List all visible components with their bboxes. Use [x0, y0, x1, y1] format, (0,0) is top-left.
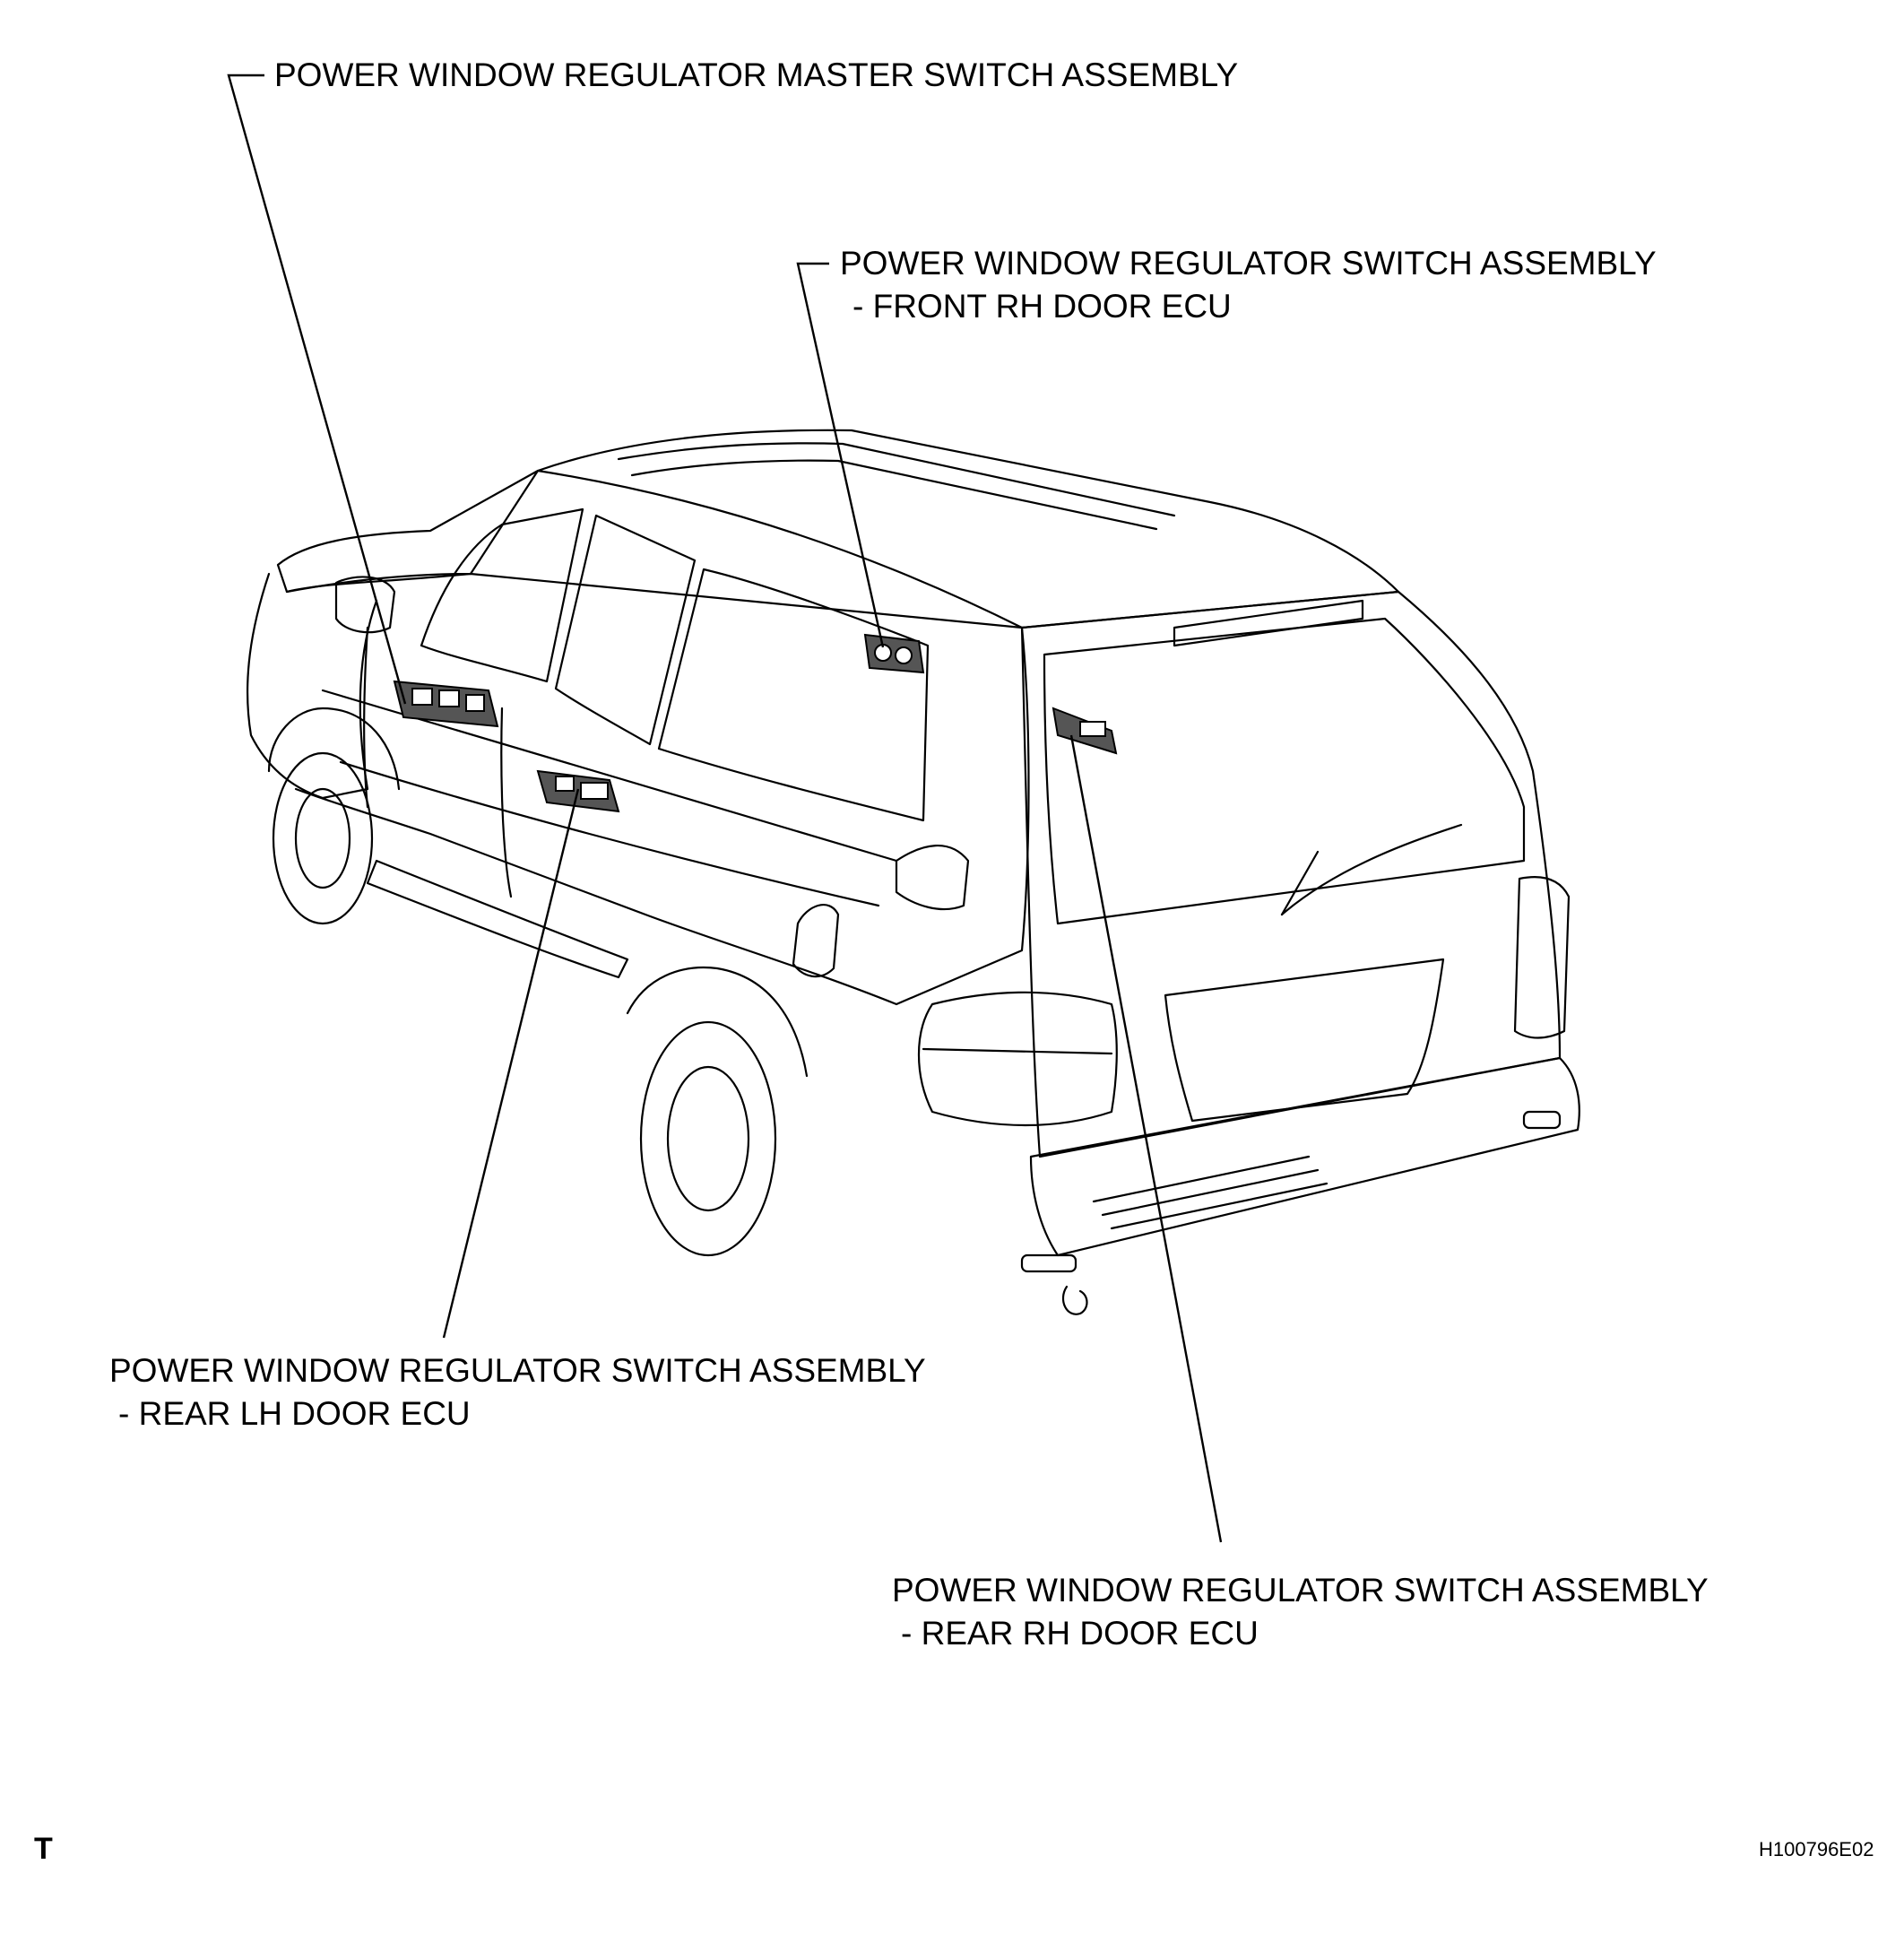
label-front-rh-switch: POWER WINDOW REGULATOR SWITCH ASSEMBLY -…: [840, 242, 1657, 328]
label-front-rh-line1: POWER WINDOW REGULATOR SWITCH ASSEMBLY: [840, 245, 1657, 282]
leader-master: [227, 74, 407, 705]
front-rh-switch: [863, 633, 925, 674]
rear-window: [1043, 617, 1526, 925]
hood-outline: [276, 469, 540, 594]
running-board: [366, 859, 629, 979]
roof-rack: [617, 442, 1176, 517]
rear-door-line: [500, 707, 513, 898]
leader-rear-lh: [442, 788, 580, 1339]
front-fender: [246, 572, 378, 800]
label-rear-rh-line1: POWER WINDOW REGULATOR SWITCH ASSEMBLY: [892, 1572, 1709, 1609]
side-mirror: [334, 576, 396, 634]
rear-wheel: [639, 1020, 777, 1257]
fuel-door: [792, 904, 840, 978]
left-tail-light: [917, 991, 1118, 1127]
label-rear-rh-line2: - REAR RH DOOR ECU: [901, 1615, 1259, 1652]
right-reflector: [1522, 1110, 1562, 1130]
label-rear-lh-line2: - REAR LH DOOR ECU: [118, 1395, 471, 1432]
step-grille: [1092, 1155, 1311, 1203]
label-master-switch: POWER WINDOW REGULATOR MASTER SWITCH ASS…: [274, 54, 1238, 97]
left-reflector: [1020, 1253, 1077, 1273]
rear-bumper: [1029, 1056, 1580, 1257]
roof-outline: [536, 429, 1400, 629]
side-body: [285, 572, 1030, 1006]
label-rear-lh-line1: POWER WINDOW REGULATOR SWITCH ASSEMBLY: [109, 1352, 926, 1389]
label-master-line1: POWER WINDOW REGULATOR MASTER SWITCH ASS…: [274, 56, 1239, 93]
label-front-rh-line2: - FRONT RH DOOR ECU: [852, 288, 1232, 325]
front-door-line: [363, 626, 369, 809]
rear-door-window: [554, 514, 697, 746]
license-recess: [1164, 958, 1445, 1123]
rear-wiper: [1280, 823, 1463, 916]
quarter-window: [657, 568, 930, 822]
corner-mark: T: [34, 1832, 53, 1866]
rear-hatch: [1020, 590, 1562, 1158]
rear-rh-switch: [1052, 707, 1118, 755]
leader-front-rh: [796, 262, 885, 648]
label-rear-rh-switch: POWER WINDOW REGULATOR SWITCH ASSEMBLY -…: [892, 1569, 1709, 1655]
figure-id: H100796E02: [1759, 1838, 1874, 1860]
rear-spoiler-light: [1173, 599, 1364, 647]
body-crease: [321, 689, 898, 863]
master-switch: [393, 680, 499, 728]
suv-outline: [246, 429, 1580, 1315]
front-door-window: [420, 507, 584, 683]
side-vent: [895, 845, 970, 911]
tow-hitch: [1061, 1285, 1088, 1315]
right-tail-light: [1513, 876, 1571, 1039]
front-wheel: [272, 751, 374, 925]
label-rear-lh-switch: POWER WINDOW REGULATOR SWITCH ASSEMBLY -…: [109, 1349, 926, 1435]
leader-rear-rh: [1069, 734, 1223, 1543]
